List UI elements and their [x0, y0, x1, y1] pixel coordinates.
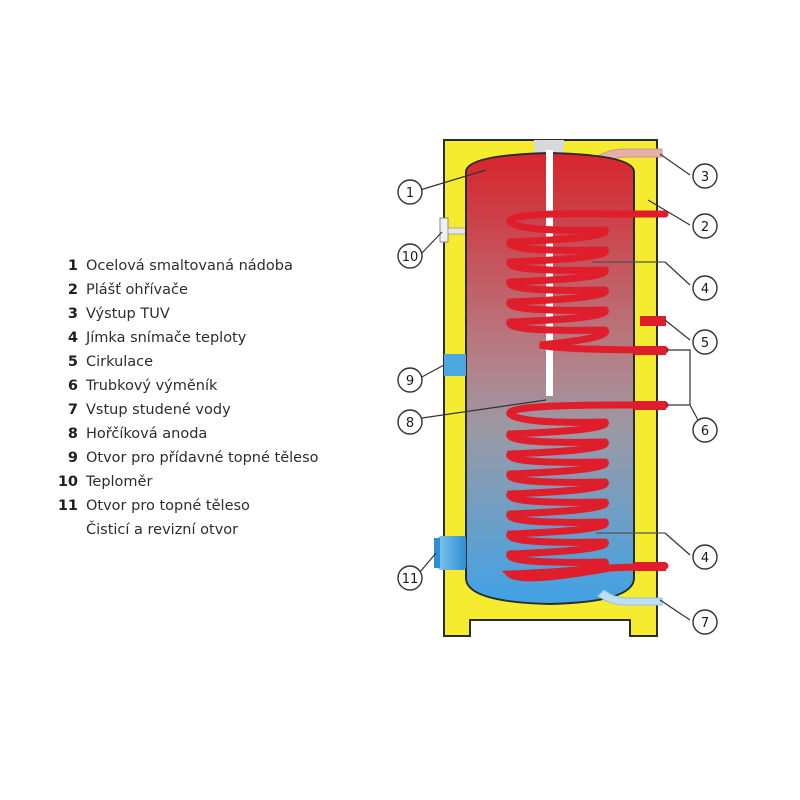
circulation-port [640, 316, 666, 326]
svg-text:10: 10 [402, 250, 419, 265]
svg-text:4: 4 [701, 551, 709, 566]
legend-item: Čisticí a revizní otvor [86, 522, 239, 538]
thermometer [439, 217, 449, 243]
coil-port-bottom [634, 562, 666, 571]
callout-4-lower: 4 [692, 544, 718, 570]
callout-9: 9 [397, 367, 423, 393]
callout-7: 7 [692, 609, 718, 635]
callout-3: 3 [692, 163, 718, 189]
callout-6: 6 [692, 417, 718, 443]
svg-text:2: 2 [701, 220, 709, 235]
callout-10: 10 [397, 243, 423, 269]
heater-flange-rim [434, 538, 440, 568]
svg-text:11: 11 [402, 572, 419, 587]
callout-5: 5 [692, 329, 718, 355]
callout-1: 1 [397, 179, 423, 205]
svg-text:1: 1 [406, 186, 414, 201]
auxiliary-heater-port [444, 354, 466, 376]
svg-text:6: 6 [701, 424, 709, 439]
upper-heat-exchanger-coil [506, 210, 669, 354]
coil-port-lower [634, 401, 666, 410]
callout-11: 11 [397, 565, 423, 591]
svg-text:7: 7 [701, 616, 709, 631]
svg-text:9: 9 [406, 374, 414, 389]
svg-text:4: 4 [701, 282, 709, 297]
svg-text:5: 5 [701, 336, 709, 351]
svg-text:3: 3 [701, 170, 709, 185]
heater-flange-port [438, 536, 466, 570]
callout-4-upper: 4 [692, 275, 718, 301]
coil-port-upper [634, 346, 666, 355]
callout-8: 8 [397, 409, 423, 435]
top-hatch [534, 140, 564, 154]
cold-water-inlet-pipe [597, 589, 663, 606]
callout-2: 2 [692, 213, 718, 239]
svg-text:8: 8 [406, 416, 414, 431]
leader-lines [419, 153, 699, 621]
